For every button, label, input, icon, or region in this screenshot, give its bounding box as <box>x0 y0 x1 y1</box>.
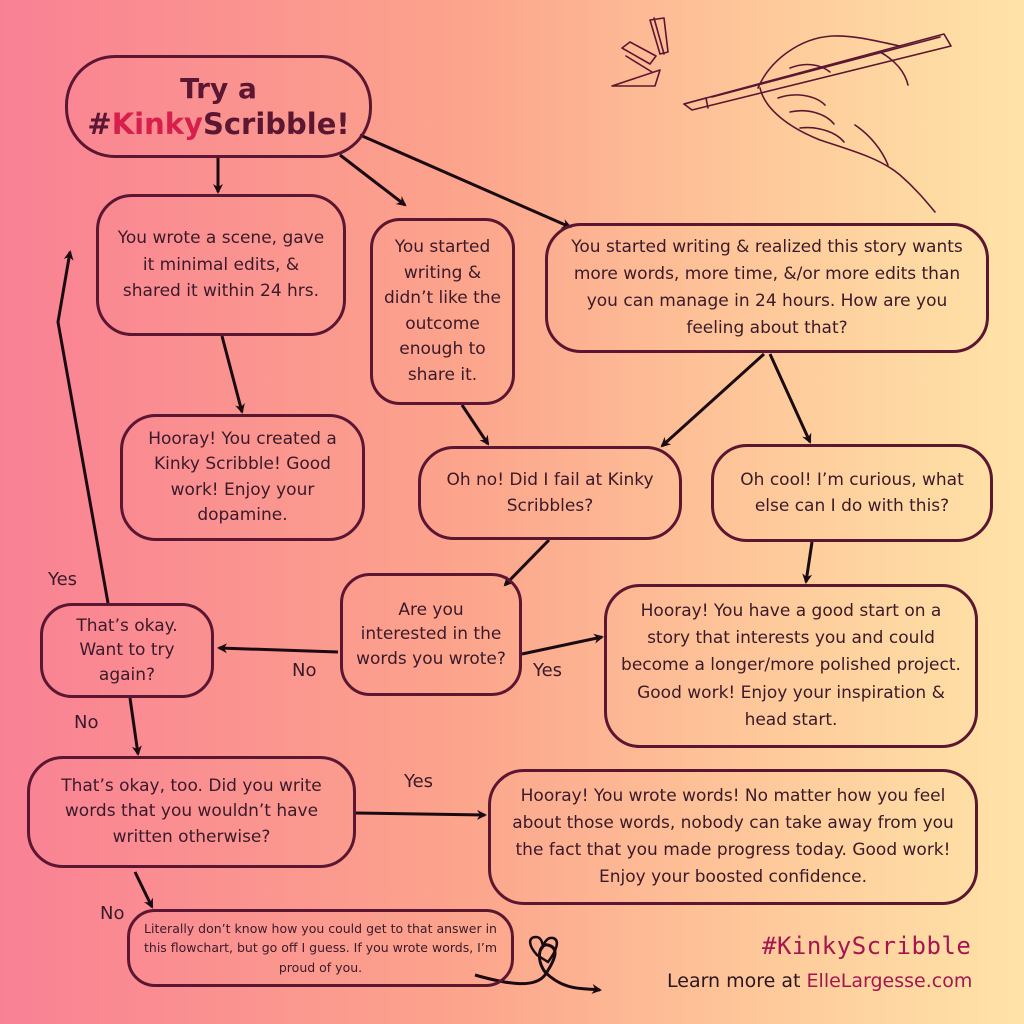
arrow-didnt-like-to-oh-no <box>460 404 490 446</box>
node-started-more-words-text: You started writing & realized this stor… <box>571 236 963 339</box>
node-hooray-wrote-words: Hooray! You wrote words! No matter how y… <box>488 769 978 905</box>
title-rest: Scribble! <box>202 106 350 141</box>
node-oh-cool: Oh cool! I’m curious, what else can I do… <box>711 444 993 542</box>
title-bubble: Try a #KinkyScribble! <box>65 55 372 158</box>
label-yes-interested: Yes <box>533 660 563 681</box>
arrow-more-words-to-oh-no <box>660 352 766 448</box>
node-thats-okay-too: That’s okay, too. Did you write words th… <box>27 756 356 868</box>
arrow-okay-too-to-literally <box>133 871 154 909</box>
footer-learn-prefix: Learn more at <box>667 970 807 992</box>
node-started-didnt-like: You started writing & didn’t like the ou… <box>370 218 515 405</box>
label-no-try-again: No <box>74 712 99 733</box>
title-line-2: #KinkyScribble! <box>87 106 349 142</box>
arrow-title-to-more-words <box>359 133 572 229</box>
arrow-literally-curl <box>474 943 602 994</box>
node-oh-cool-text: Oh cool! I’m curious, what else can I do… <box>740 469 964 516</box>
node-oh-no-text: Oh no! Did I fail at Kinky Scribbles? <box>446 469 654 516</box>
node-hooray-created-text: Hooray! You created a Kinky Scribble! Go… <box>148 428 337 526</box>
arrow-oh-no-to-interested <box>503 538 551 587</box>
footer-hashtag: #KinkyScribble <box>762 932 972 960</box>
node-wrote-scene: You wrote a scene, gave it minimal edits… <box>96 194 346 336</box>
node-started-didnt-like-text: You started writing & didn’t like the ou… <box>384 237 501 385</box>
arrow-title-to-started-didnt-like <box>339 153 407 207</box>
node-hooray-good-start: Hooray! You have a good start on a story… <box>604 584 978 748</box>
label-yes-words: Yes <box>404 771 434 792</box>
heart-icon <box>528 935 559 964</box>
arrow-interested-to-good-start <box>521 633 604 656</box>
label-no-interested: No <box>292 660 317 681</box>
node-started-more-words: You started writing & realized this stor… <box>545 223 989 353</box>
node-thats-okay-too-text: That’s okay, too. Did you write words th… <box>61 775 322 847</box>
arrow-wrote-scene-to-hooray <box>220 335 245 414</box>
arrow-more-words-to-oh-cool <box>768 353 812 444</box>
arrow-interested-to-thats-okay <box>217 643 339 654</box>
title-line-1: Try a <box>180 71 257 105</box>
hand-holding-pencil-illustration <box>611 17 952 213</box>
arrow-thats-okay-to-wrote-scene <box>56 250 110 604</box>
title-highlight: Kinky <box>111 106 203 141</box>
node-hooray-good-start-text: Hooray! You have a good start on a story… <box>621 601 961 730</box>
node-thats-okay-text: That’s okay. Want to try again? <box>76 615 178 685</box>
node-interested-text: Are you interested in the words you wrot… <box>356 599 506 669</box>
label-yes-retry: Yes <box>48 569 78 590</box>
node-hooray-created: Hooray! You created a Kinky Scribble! Go… <box>120 414 365 541</box>
node-literally-text: Literally don’t know how you could get t… <box>144 920 497 975</box>
arrow-okay-too-to-wrote-words <box>355 809 487 820</box>
node-interested: Are you interested in the words you wrot… <box>340 573 522 696</box>
node-hooray-wrote-words-text: Hooray! You wrote words! No matter how y… <box>512 785 954 888</box>
label-no-words: No <box>100 903 125 924</box>
node-oh-no: Oh no! Did I fail at Kinky Scribbles? <box>418 446 682 540</box>
node-thats-okay: That’s okay. Want to try again? <box>40 603 214 698</box>
node-wrote-scene-text: You wrote a scene, gave it minimal edits… <box>117 228 325 302</box>
footer-site-link[interactable]: ElleLargesse.com <box>806 970 973 992</box>
arrow-oh-cool-to-good-start <box>802 541 814 584</box>
title-hash: # <box>87 106 112 141</box>
arrow-thats-okay-to-okay-too <box>128 697 142 756</box>
node-literally: Literally don’t know how you could get t… <box>127 909 514 987</box>
footer-learn-more: Learn more at ElleLargesse.com <box>667 970 972 992</box>
